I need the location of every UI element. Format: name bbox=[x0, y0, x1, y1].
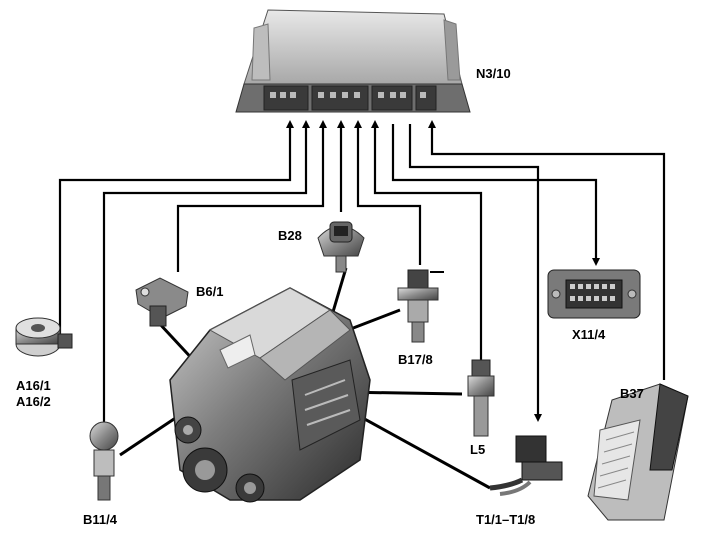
pressure-sensor-label: B28 bbox=[278, 228, 302, 243]
wire-a16 bbox=[58, 120, 294, 345]
engine-illustration bbox=[169, 287, 371, 503]
wire-t1 bbox=[408, 124, 542, 422]
wire-b17-8 bbox=[354, 120, 422, 265]
oil-level-switch-l5-icon bbox=[467, 359, 495, 437]
diagnostic-connector-label: X11/4 bbox=[572, 327, 606, 342]
diagnostic-connector-x11-4-icon bbox=[547, 269, 641, 319]
crankshaft-sensor-b11-4-icon bbox=[89, 421, 119, 501]
wire-b11-4 bbox=[102, 120, 310, 422]
camshaft-sensor-b6-1-icon bbox=[135, 277, 189, 327]
pedal-sensor-label: B37 bbox=[620, 386, 644, 401]
crankshaft-sensor-label: B11/4 bbox=[83, 512, 117, 527]
wire-l5 bbox=[371, 120, 483, 360]
pressure-sensor-b28-icon bbox=[317, 221, 365, 273]
oil-sensor-b17-8-icon bbox=[397, 269, 444, 343]
oil-level-switch-label: L5 bbox=[470, 442, 486, 457]
knock-sensor-label-2: A16/2 bbox=[16, 394, 51, 409]
knock-sensor-label-1: A16/1 bbox=[16, 378, 51, 393]
ignition-coil-connector-icon bbox=[489, 435, 563, 496]
oil-sensor-label: B17/8 bbox=[398, 352, 433, 367]
pedal-sensor-b37-icon bbox=[587, 383, 689, 521]
wiring-lines bbox=[58, 120, 666, 422]
ecu-label: N3/10 bbox=[476, 66, 511, 81]
camshaft-sensor-label: B6/1 bbox=[196, 284, 224, 299]
knock-sensor-a16-icon bbox=[15, 317, 73, 357]
wire-x11-4 bbox=[391, 124, 600, 266]
wire-b37 bbox=[428, 120, 666, 380]
ignition-coils-label: T1/1–T1/8 bbox=[476, 512, 536, 527]
ecu-n3-10 bbox=[235, 9, 471, 113]
wire-b6-1 bbox=[176, 120, 327, 272]
